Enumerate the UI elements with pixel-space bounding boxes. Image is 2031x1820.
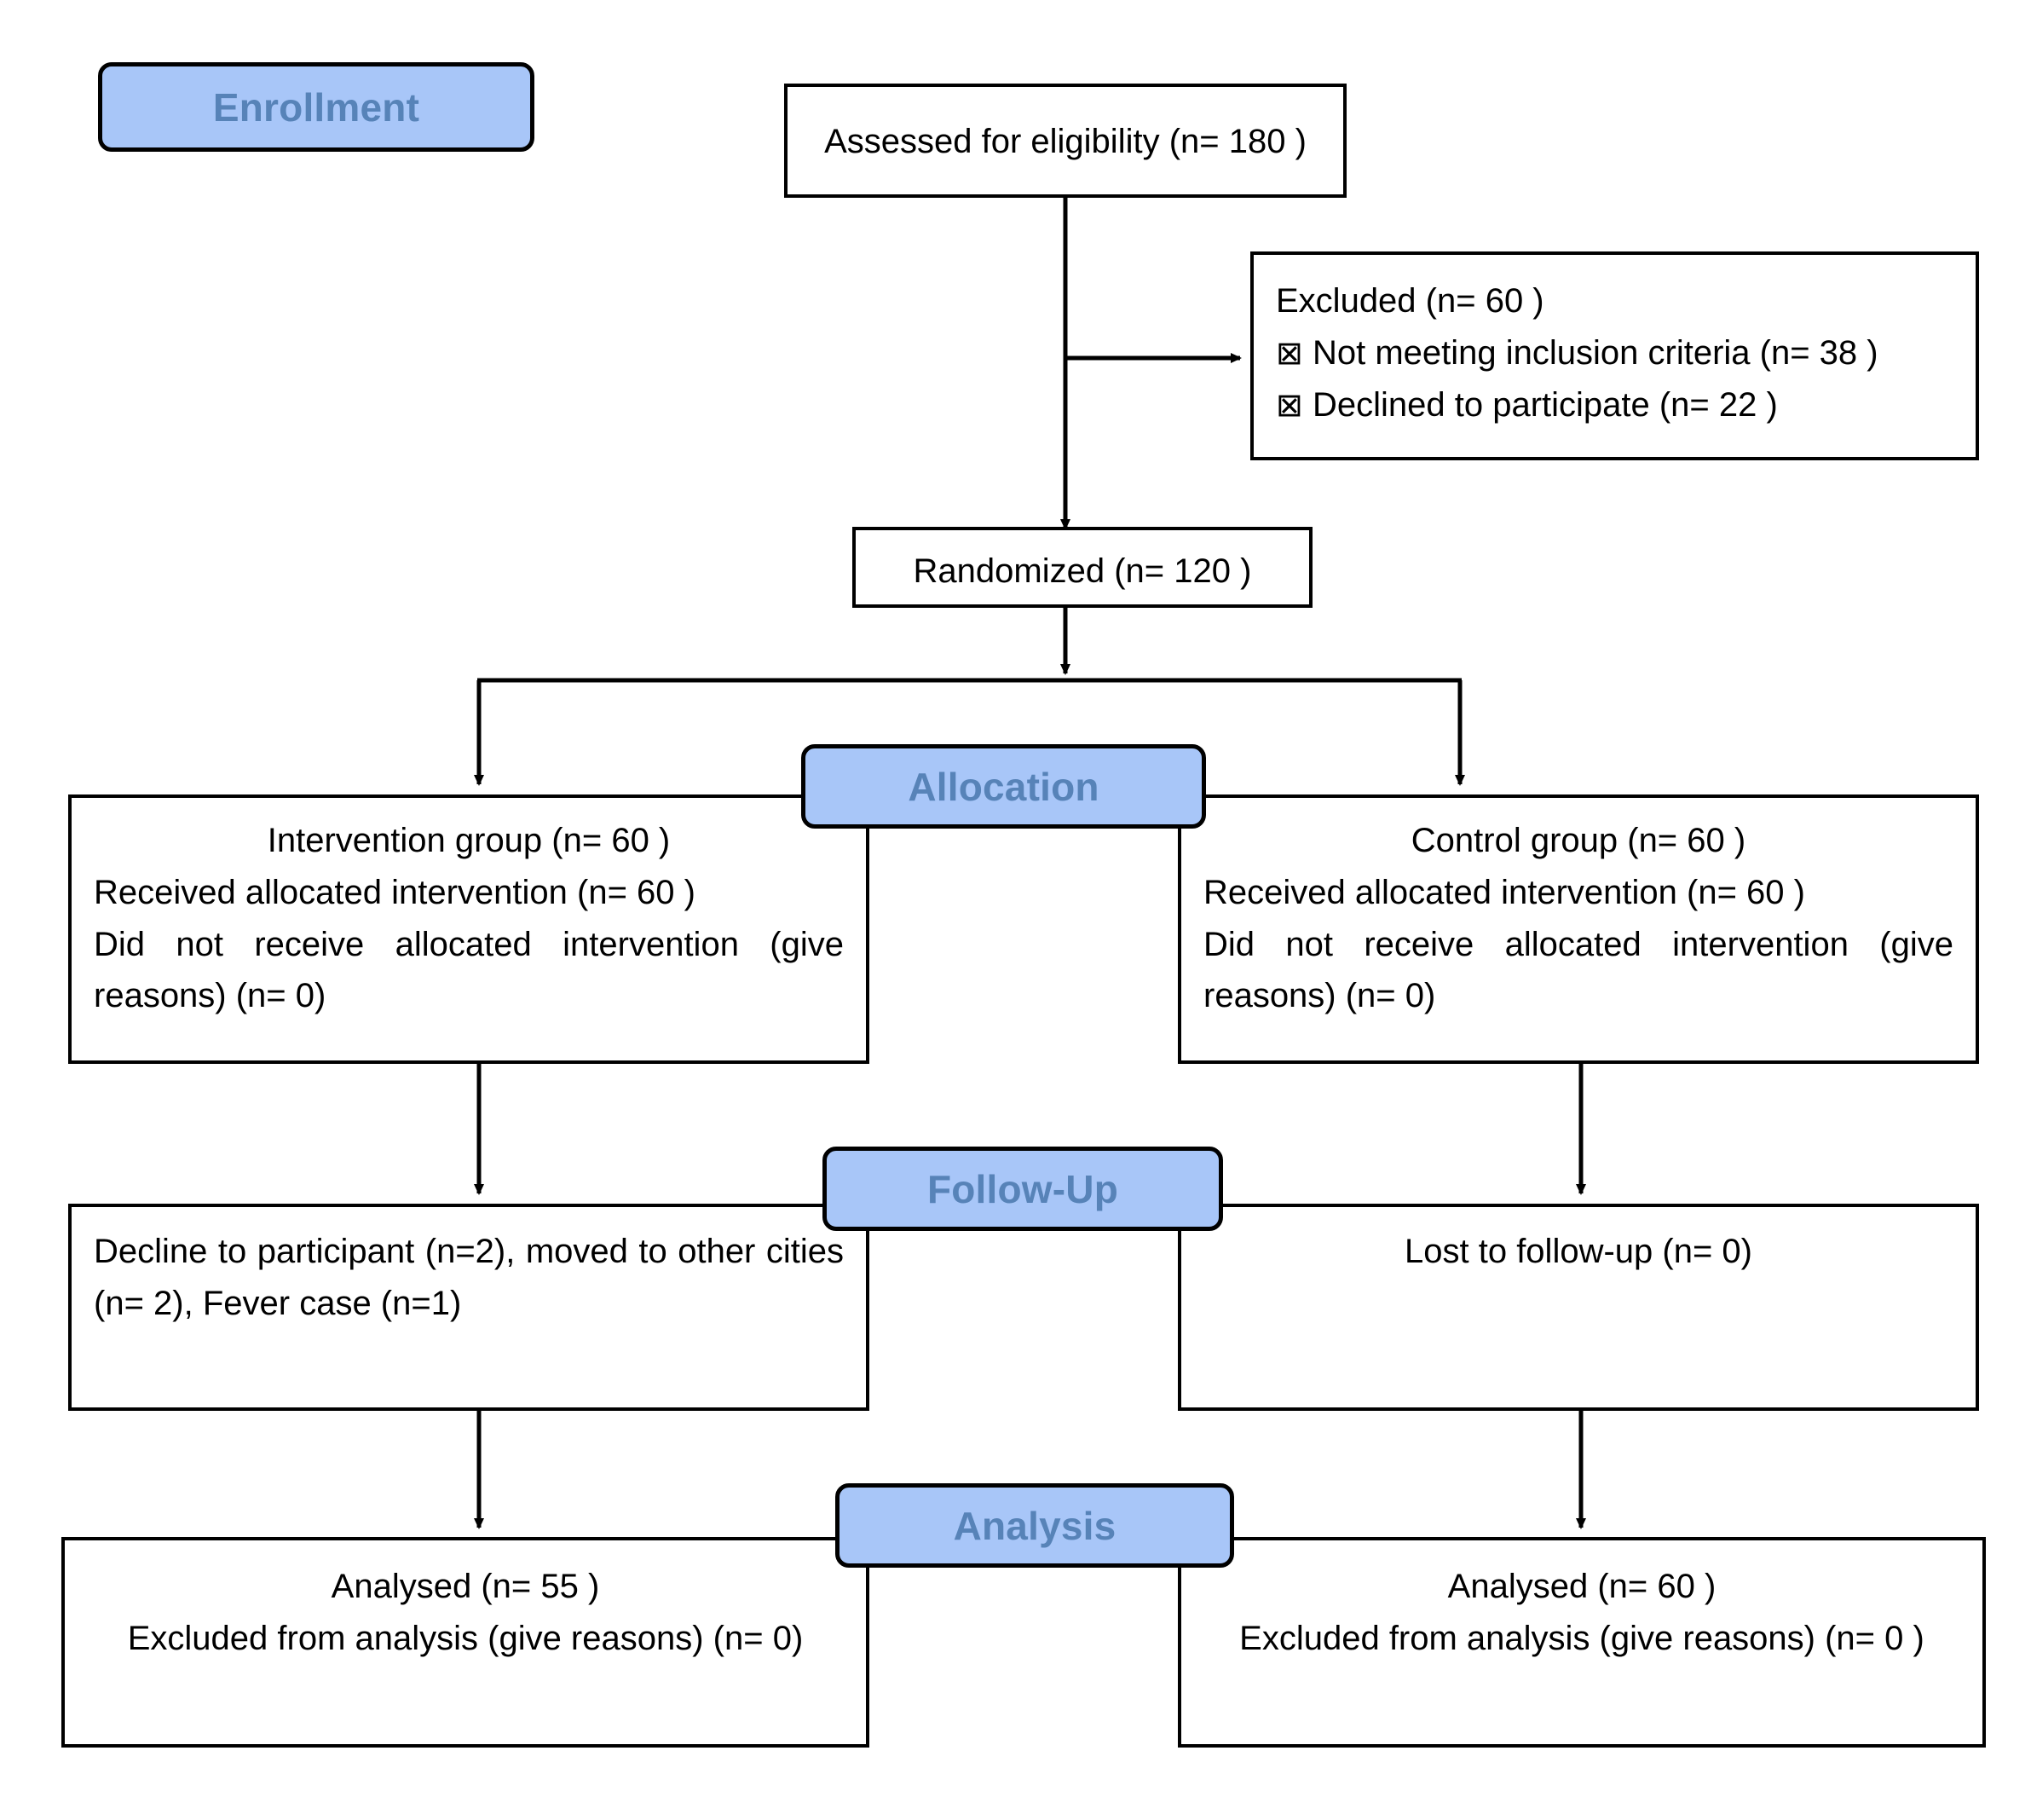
excluded-item-0: ⊠ Not meeting inclusion criteria (n= 38 … [1276,327,1953,379]
excluded-body: Excluded (n= 60 ) ⊠ Not meeting inclusio… [1254,275,1976,430]
allocation-left-line-1: Intervention group (n= 60 ) [267,822,671,859]
allocation-right-line-2: Received allocated intervention (n= 60 ) [1203,873,1805,911]
allocation-right-line-1: Control group (n= 60 ) [1411,822,1746,859]
excluded-item-1-label: Declined to participate (n= 22 ) [1312,385,1778,424]
node-followup-control: Lost to follow-up (n= 0) [1178,1204,1979,1411]
stage-label-followup: Follow-Up [926,1166,1119,1211]
excluded-item-1: ⊠ Declined to participate (n= 22 ) [1276,379,1953,431]
stage-pill-enrollment: Enrollment [98,62,534,152]
analysis-left-line-2: Excluded from analysis (give reasons) (n… [127,1619,804,1657]
randomized-text: Randomized (n= 120 ) [913,552,1252,590]
followup-left-text: Decline to participant (n=2), moved to o… [94,1233,844,1322]
excluded-heading: Excluded (n= 60 ) [1276,282,1544,320]
analysis-right-line-2: Excluded from analysis (give reasons) (n… [1239,1619,1924,1657]
analysis-right-body: Analysed (n= 60 ) Excluded from analysis… [1181,1561,1982,1665]
allocation-right-line-3: Did not receive allocated intervention (… [1203,925,1953,1015]
bullet-box-x-icon: ⊠ [1276,333,1303,372]
stage-label-analysis: Analysis [953,1503,1116,1548]
allocation-right-body: Control group (n= 60 ) Received allocate… [1181,815,1976,1022]
assessed-text: Assessed for eligibility (n= 180 ) [824,123,1307,160]
node-analysis-intervention: Analysed (n= 55 ) Excluded from analysis… [61,1537,869,1748]
node-allocation-intervention: Intervention group (n= 60 ) Received all… [68,794,869,1064]
allocation-left-body: Intervention group (n= 60 ) Received all… [72,815,866,1022]
analysis-right-line-1: Analysed (n= 60 ) [1447,1568,1717,1605]
analysis-left-line-1: Analysed (n= 55 ) [331,1568,600,1605]
stage-pill-followup: Follow-Up [822,1147,1223,1231]
stage-label-enrollment: Enrollment [212,84,420,130]
node-followup-intervention: Decline to participant (n=2), moved to o… [68,1204,869,1411]
node-excluded: Excluded (n= 60 ) ⊠ Not meeting inclusio… [1250,251,1979,460]
allocation-left-line-3: Did not receive allocated intervention (… [94,925,844,1015]
stage-label-allocation: Allocation [908,764,1099,809]
node-allocation-control: Control group (n= 60 ) Received allocate… [1178,794,1979,1064]
node-assessed-for-eligibility: Assessed for eligibility (n= 180 ) [784,84,1347,198]
allocation-left-line-2: Received allocated intervention (n= 60 ) [94,873,695,911]
node-analysis-control: Analysed (n= 60 ) Excluded from analysis… [1178,1537,1986,1748]
node-randomized: Randomized (n= 120 ) [852,527,1313,608]
stage-pill-allocation: Allocation [801,744,1206,829]
bullet-box-x-icon: ⊠ [1276,385,1303,424]
stage-pill-analysis: Analysis [835,1483,1234,1568]
analysis-left-body: Analysed (n= 55 ) Excluded from analysis… [65,1561,866,1665]
followup-right-text: Lost to follow-up (n= 0) [1405,1233,1752,1270]
excluded-item-0-label: Not meeting inclusion criteria (n= 38 ) [1312,333,1878,372]
